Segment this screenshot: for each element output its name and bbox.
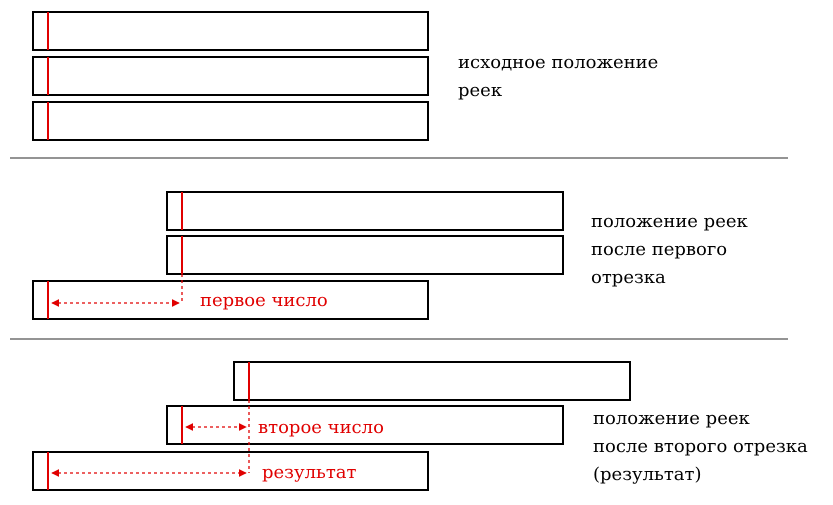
rail-top — [32, 11, 429, 51]
rail-bottom — [32, 451, 429, 491]
caption-after-first-line1: положение реек — [591, 211, 749, 232]
caption-after-second-line2: после второго отрезка — [593, 436, 808, 457]
section-initial-position: исходное положение реек — [32, 11, 658, 141]
rail-top — [233, 361, 631, 401]
section-after-second-segment: второе число результат положение реек по… — [32, 361, 808, 491]
caption-after-first-line3: отрезка — [591, 267, 666, 288]
rail-middle — [166, 235, 564, 275]
label-second-number: второе число — [258, 417, 384, 438]
rail-bottom — [32, 101, 429, 141]
caption-after-second-line3: (результат) — [593, 464, 702, 485]
caption-after-first-line2: после первого — [591, 239, 727, 260]
rail-bottom — [32, 280, 429, 320]
rail-top — [166, 191, 564, 231]
label-result: результат — [262, 462, 357, 483]
caption-initial-line1: исходное положение — [458, 52, 658, 73]
caption-after-second-line1: положение реек — [593, 408, 751, 429]
rail-middle — [32, 56, 429, 96]
section-after-first-segment: первое число положение реек после первог… — [32, 191, 749, 320]
label-first-number: первое число — [200, 290, 328, 311]
caption-initial-line2: реек — [458, 80, 503, 101]
rail-middle — [166, 405, 564, 445]
